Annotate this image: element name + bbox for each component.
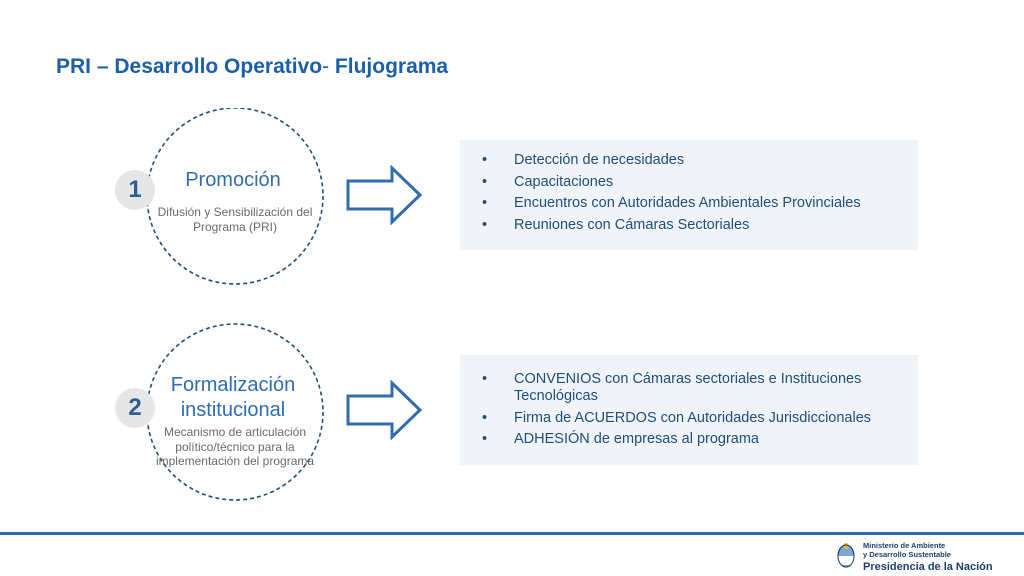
- list-item: •Capacitaciones: [482, 173, 614, 190]
- list-item: •Detección de necesidades: [482, 152, 685, 168]
- stage-2-arrow-icon: [346, 380, 423, 440]
- stage-2-info-box: •CONVENIOS con Cámaras sectoriales e Ins…: [460, 355, 918, 465]
- list-item: •CONVENIOS con Cámaras sectoriales e Ins…: [482, 371, 862, 404]
- list-item: •Reuniones con Cámaras Sectoriales: [482, 216, 750, 233]
- list-item: •Firma de ACUERDOS con Autoridades Juris…: [482, 409, 872, 426]
- stage-2-description: Mecanismo de articulación político/técni…: [155, 425, 315, 468]
- footer-presidency: Presidencia de la Nación: [863, 561, 993, 573]
- stage-1-description: Difusión y Sensibilización del Programa …: [157, 205, 313, 234]
- coat-of-arms-icon: [837, 543, 855, 568]
- bullet-icon: •: [482, 152, 488, 168]
- page-title: PRI – Desarrollo Operativo- Flujograma: [56, 55, 448, 79]
- stage-1-arrow-icon: [346, 165, 423, 225]
- bullet-icon: •: [482, 216, 488, 233]
- page-title-main: PRI – Desarrollo Operativo: [56, 55, 323, 78]
- list-item: •ADHESIÓN de empresas al programa: [482, 431, 759, 447]
- stage-2-number-badge: 2: [115, 388, 155, 428]
- stage-2-item-list: •CONVENIOS con Cámaras sectoriales e Ins…: [482, 371, 904, 448]
- stage-2-title-line1: Formalización: [170, 374, 296, 396]
- footer-divider: [0, 532, 1024, 535]
- stage-1-title: Promoción: [185, 169, 281, 191]
- stage-2-title-line2: institucional: [180, 399, 286, 421]
- bullet-icon: •: [482, 371, 488, 387]
- page-title-tail: Flujograma: [329, 55, 449, 78]
- list-item: •Encuentros con Autoridades Ambientales …: [482, 195, 861, 211]
- stage-1-info-box: •Detección de necesidades •Capacitacione…: [460, 140, 918, 250]
- footer-ministry-line1: Ministerio de Ambiente: [863, 541, 946, 550]
- stage-1-item-list: •Detección de necesidades •Capacitacione…: [482, 152, 904, 234]
- bullet-icon: •: [482, 409, 488, 426]
- footer-logo: Ministerio de Ambiente y Desarrollo Sust…: [836, 540, 1016, 574]
- stage-1-dashed-circle: [146, 108, 324, 285]
- footer-text: Ministerio de Ambiente y Desarrollo Sust…: [863, 541, 993, 574]
- bullet-icon: •: [482, 431, 488, 447]
- stage-2-title: Formalización institucional: [150, 373, 316, 423]
- page-title-dash: -: [322, 55, 330, 78]
- bullet-icon: •: [482, 173, 488, 190]
- stage-1-number-badge: 1: [115, 170, 155, 210]
- bullet-icon: •: [482, 195, 488, 211]
- footer-ministry-line2: y Desarrollo Sustentable: [863, 550, 951, 559]
